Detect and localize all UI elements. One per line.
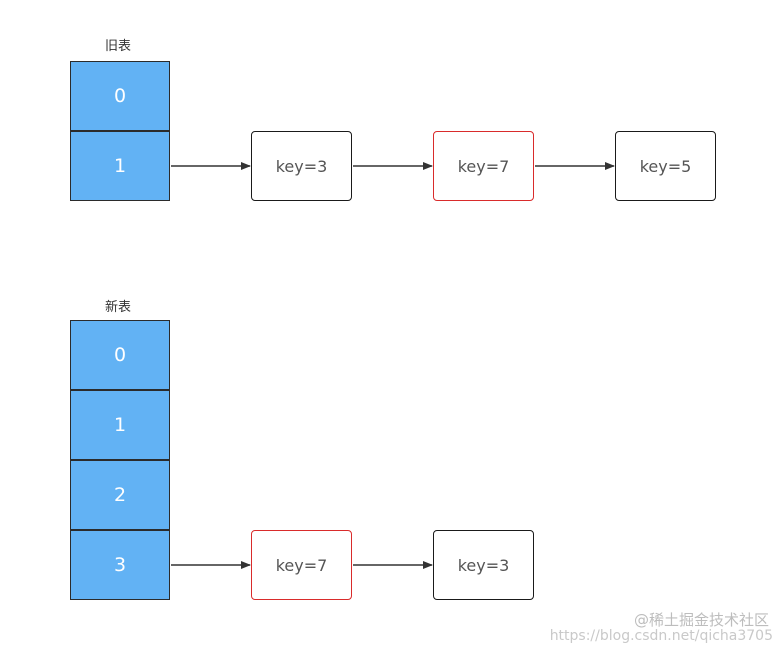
new-chain-node-1: key=7 [251, 530, 352, 600]
old-table-title: 旧表 [105, 39, 132, 54]
old-chain-node-3: key=5 [615, 131, 716, 201]
old-chain-node-1: key=3 [251, 131, 352, 201]
watermark: https://blog.csdn.net/qicha3705 [550, 628, 773, 644]
old-table-cell-1: 1 [70, 131, 170, 201]
old-table-cell-0: 0 [70, 61, 170, 131]
old-chain-node-2: key=7 [433, 131, 534, 201]
new-table-title: 新表 [105, 300, 132, 315]
watermark-site: @稀土掘金技术社区 [633, 611, 769, 629]
new-table-cell-0: 0 [70, 320, 170, 390]
watermark-url: https://blog.csdn.net/qicha3705 [549, 628, 773, 644]
new-table-cell-2: 2 [70, 460, 170, 530]
new-table-cell-1: 1 [70, 390, 170, 460]
new-table-cell-3: 3 [70, 530, 170, 600]
new-chain-node-2: key=3 [433, 530, 534, 600]
